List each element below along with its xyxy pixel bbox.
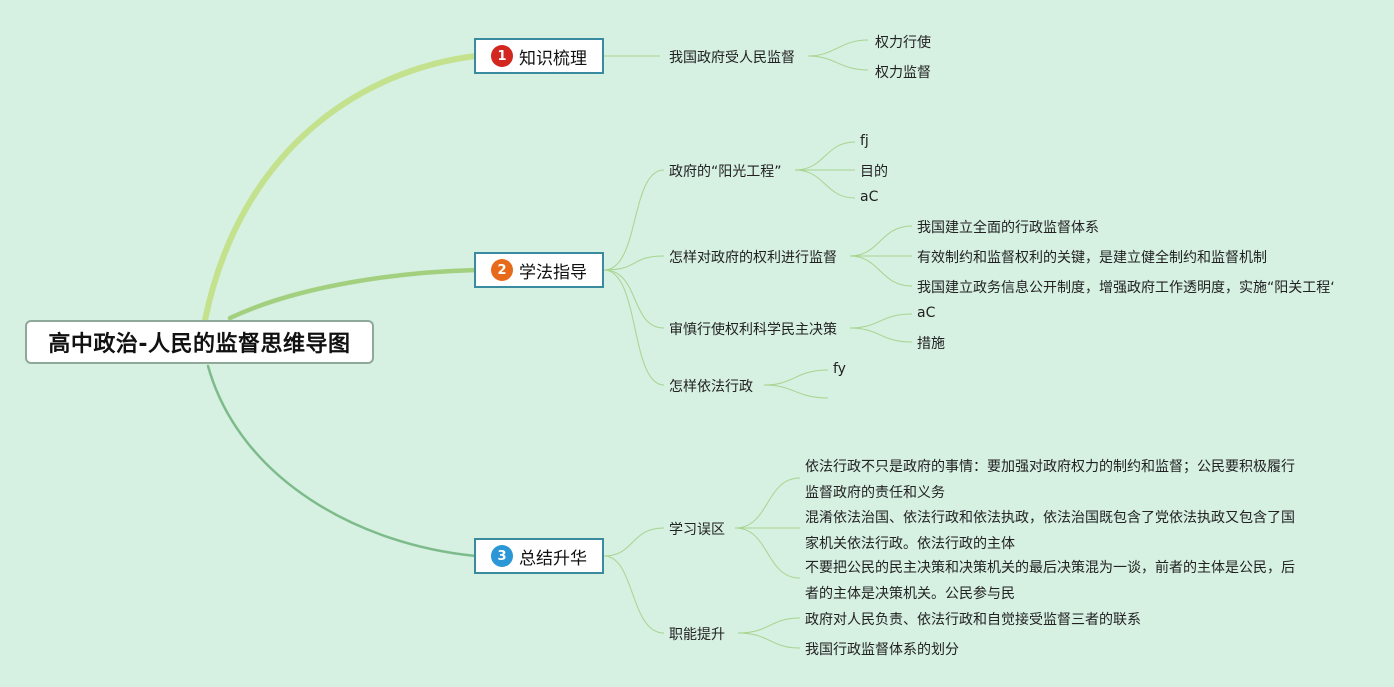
branch-label-3: 总结升华 — [519, 548, 587, 569]
branch-label-1: 知识梳理 — [519, 48, 587, 69]
paragraph-node[interactable]: 不要把公民的民主决策和决策机关的最后决策混为一谈，前者的主体是公民，后 者的主体… — [805, 555, 1305, 607]
leaf-node[interactable]: 目的 — [860, 164, 888, 180]
leaf-node[interactable]: 我国建立全面的行政监督体系 — [917, 220, 1099, 236]
root-node[interactable]: 高中政治-人民的监督思维导图 — [25, 320, 374, 364]
leaf-node[interactable]: fy — [833, 361, 846, 377]
leaf-node[interactable]: 权力监督 — [875, 65, 931, 81]
topic-node[interactable]: 审慎行使权利科学民主决策 — [669, 322, 837, 338]
topic-node[interactable]: 职能提升 — [669, 627, 725, 643]
branch-node-1[interactable]: 1 知识梳理 — [474, 38, 604, 74]
connector-root-b1 — [202, 53, 479, 323]
branch-node-3[interactable]: 3 总结升华 — [474, 538, 604, 574]
number-badge-3: 3 — [491, 545, 513, 567]
leaf-node[interactable]: aC — [860, 189, 879, 205]
paragraph-line: 者的主体是决策机关。公民参与民 — [805, 586, 1015, 602]
paragraph-line: 不要把公民的民主决策和决策机关的最后决策混为一谈，前者的主体是公民，后 — [805, 560, 1295, 576]
leaf-node[interactable]: 我国行政监督体系的划分 — [805, 642, 959, 658]
topic-node[interactable]: 怎样对政府的权利进行监督 — [669, 250, 837, 266]
leaf-node[interactable]: 措施 — [917, 336, 945, 352]
paragraph-line: 混淆依法治国、依法行政和依法执政，依法治国既包含了党依法执政又包含了国 — [805, 510, 1295, 526]
leaf-node[interactable]: fj — [860, 133, 869, 149]
connector-root-b2 — [227, 267, 479, 321]
paragraph-node[interactable]: 混淆依法治国、依法行政和依法执政，依法治国既包含了党依法执政又包含了国 家机关依… — [805, 505, 1305, 557]
leaf-node[interactable]: 政府对人民负责、依法行政和自觉接受监督三者的联系 — [805, 612, 1141, 628]
connector-root-b3 — [206, 364, 478, 558]
topic-node[interactable]: 学习误区 — [669, 522, 725, 538]
topic-node[interactable]: 政府的“阳光工程” — [669, 164, 782, 180]
number-badge-2: 2 — [491, 259, 513, 281]
branch-label-2: 学法指导 — [519, 262, 587, 283]
root-title: 高中政治-人民的监督思维导图 — [48, 332, 351, 357]
paragraph-line: 依法行政不只是政府的事情：要加强对政府权力的制约和监督；公民要积极履行 — [805, 459, 1295, 475]
leaf-node[interactable]: 有效制约和监督权利的关键，是建立健全制约和监督机制 — [917, 250, 1267, 266]
leaf-node[interactable]: 我国建立政务信息公开制度，增强政府工作透明度，实施“阳关工程‘ — [917, 280, 1335, 296]
leaf-node[interactable]: aC — [917, 305, 936, 321]
topic-node[interactable]: 我国政府受人民监督 — [669, 50, 795, 66]
number-badge-1: 1 — [491, 45, 513, 67]
paragraph-line: 监督政府的责任和义务 — [805, 485, 945, 501]
leaf-node[interactable]: 权力行使 — [875, 35, 931, 51]
topic-node[interactable]: 怎样依法行政 — [669, 379, 753, 395]
paragraph-line: 家机关依法行政。依法行政的主体 — [805, 536, 1015, 552]
branch-node-2[interactable]: 2 学法指导 — [474, 252, 604, 288]
paragraph-node[interactable]: 依法行政不只是政府的事情：要加强对政府权力的制约和监督；公民要积极履行 监督政府… — [805, 454, 1305, 506]
